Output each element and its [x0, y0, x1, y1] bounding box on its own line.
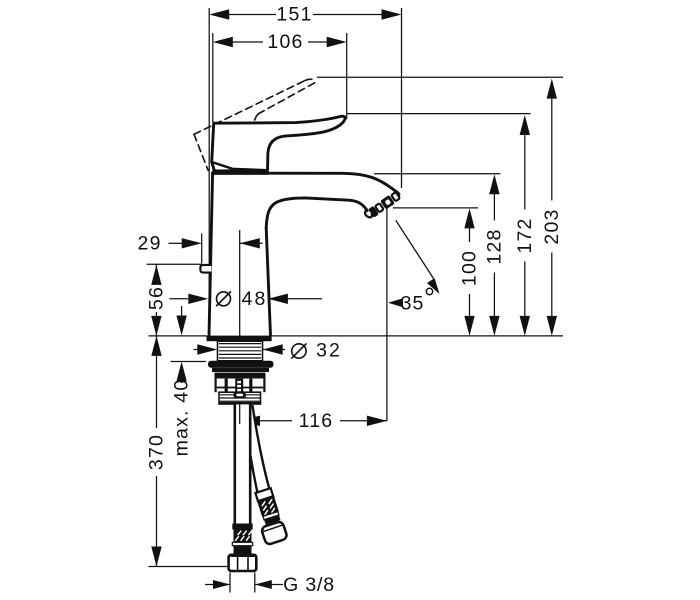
svg-text:116: 116 — [299, 410, 334, 432]
svg-text:100: 100 — [459, 250, 481, 286]
svg-text:35: 35 — [401, 293, 425, 315]
svg-text:max. 40: max. 40 — [171, 379, 193, 457]
svg-text:172: 172 — [514, 217, 536, 253]
svg-text:128: 128 — [483, 228, 505, 264]
svg-text:29: 29 — [138, 233, 162, 255]
svg-text:56: 56 — [145, 286, 167, 310]
svg-text:370: 370 — [146, 434, 168, 470]
svg-text:32: 32 — [316, 340, 342, 362]
svg-text:203: 203 — [541, 208, 563, 244]
svg-text:106: 106 — [267, 31, 303, 53]
svg-text:151: 151 — [276, 4, 312, 26]
svg-text:G 3/8: G 3/8 — [283, 574, 335, 596]
svg-text:48: 48 — [242, 288, 268, 310]
